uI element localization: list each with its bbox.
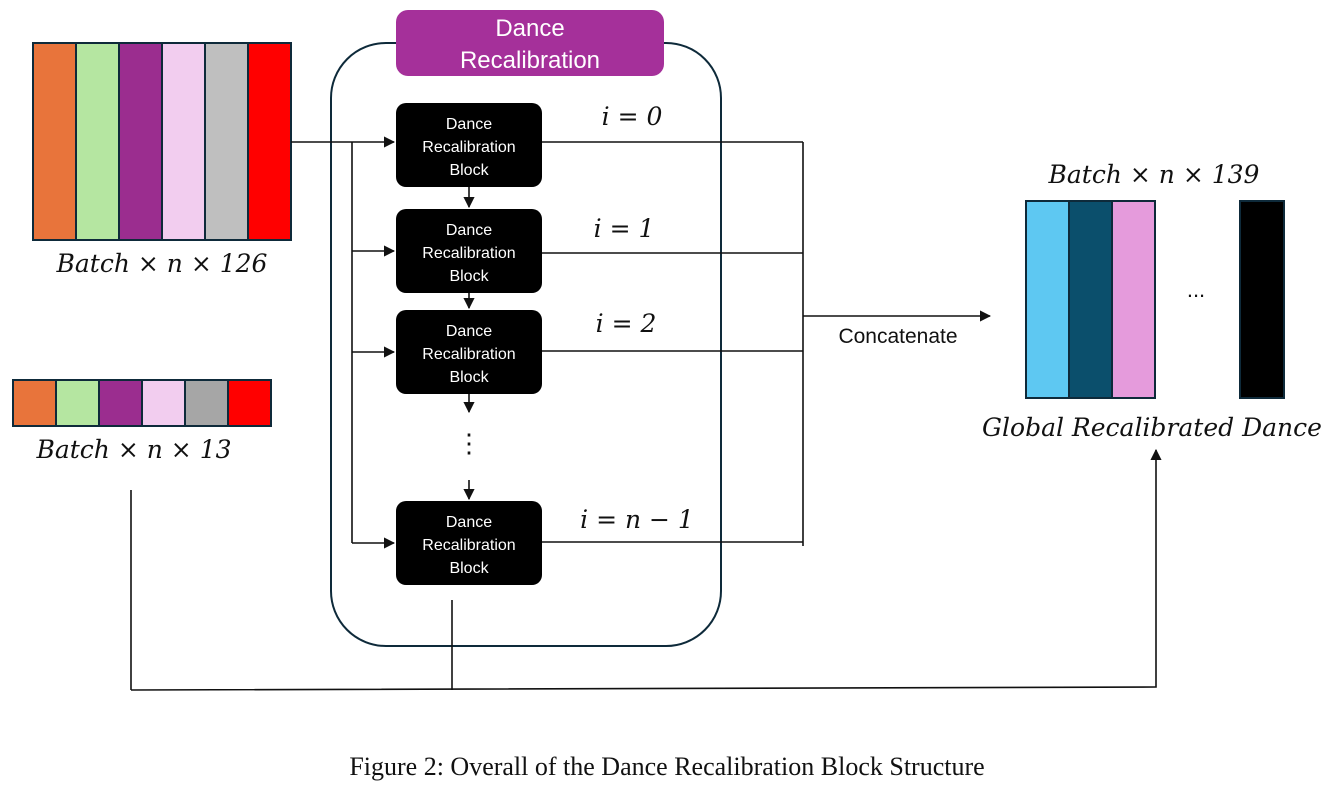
- input-fanout: [291, 136, 396, 549]
- tensor-column: [12, 379, 57, 427]
- tensor-column: [32, 42, 77, 241]
- input-small-label: Batch × n × 13: [35, 435, 231, 464]
- output-tensor: [1025, 200, 1156, 399]
- iteration-label: i = 2: [596, 309, 657, 338]
- skip-connection: [130, 448, 1162, 691]
- recalibration-block: Dance Recalibration Block: [396, 501, 542, 585]
- input-large-tensor: [32, 42, 292, 241]
- block-label-line1: Dance: [446, 116, 492, 133]
- block-label-line2: Recalibration: [422, 245, 515, 262]
- iteration-label: i = n − 1: [580, 505, 694, 534]
- tensor-column: [247, 42, 292, 241]
- module-title-line2: Recalibration: [460, 47, 600, 74]
- block-label-line2: Recalibration: [422, 537, 515, 554]
- recalibration-block: Dance Recalibration Block: [396, 103, 542, 187]
- concatenate-label: Concatenate: [838, 325, 957, 348]
- block-label-line3: Block: [449, 560, 489, 577]
- tensor-column: [98, 379, 143, 427]
- tensor-column: [1025, 200, 1070, 399]
- figure-caption: Figure 2: Overall of the Dance Recalibra…: [349, 752, 985, 781]
- tensor-column: [55, 379, 100, 427]
- tensor-column: [75, 42, 120, 241]
- block-label-line3: Block: [449, 268, 489, 285]
- tensor-column: [204, 42, 249, 241]
- vertical-ellipsis: ⋮: [456, 428, 482, 458]
- tensor-column: [184, 379, 229, 427]
- output-label: Global Recalibrated Dance: [982, 413, 1322, 442]
- recalibration-block: Dance Recalibration Block: [396, 310, 542, 394]
- iteration-label: i = 1: [594, 214, 655, 243]
- block-label-line3: Block: [449, 162, 489, 179]
- block-label-line1: Dance: [446, 514, 492, 531]
- input-large-label: Batch × n × 126: [56, 249, 268, 278]
- input-small-tensor: [12, 379, 272, 427]
- output-last-column: [1239, 200, 1285, 399]
- tensor-column: [141, 379, 186, 427]
- block-label-line2: Recalibration: [422, 139, 515, 156]
- module-title-line1: Dance: [495, 15, 564, 42]
- tensor-column: [227, 379, 272, 427]
- recalibration-block: Dance Recalibration Block: [396, 209, 542, 293]
- output-dims-label: Batch × n × 139: [1048, 160, 1260, 189]
- tensor-column: [1068, 200, 1113, 399]
- iteration-label: i = 0: [602, 102, 663, 131]
- tensor-column: [118, 42, 163, 241]
- tensor-column: [1111, 200, 1156, 399]
- module-header: [396, 10, 664, 76]
- block-label-line1: Dance: [446, 222, 492, 239]
- output-ellipsis: ...: [1187, 277, 1205, 302]
- output-gather: [542, 141, 992, 546]
- block-label-line3: Block: [449, 369, 489, 386]
- block-label-line2: Recalibration: [422, 346, 515, 363]
- block-label-line1: Dance: [446, 323, 492, 340]
- tensor-column: [161, 42, 206, 241]
